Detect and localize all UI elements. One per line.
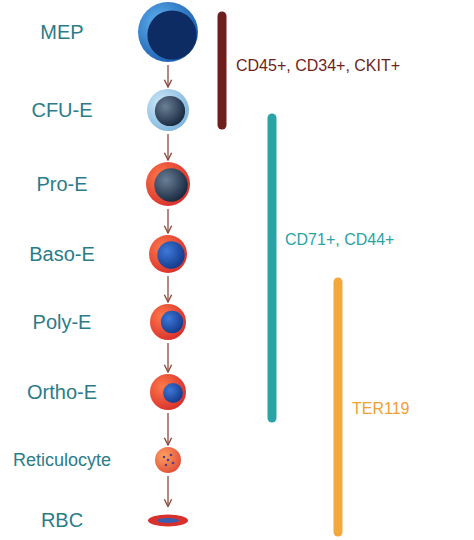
stage-arrow (167, 476, 168, 507)
cell-stage: Poly-E (6, 304, 208, 340)
marker-label: CD45+, CD34+, CKIT+ (236, 56, 400, 75)
cell-stage: CFU-E (6, 89, 208, 131)
stage-arrow (167, 134, 168, 160)
stage-arrow (167, 343, 168, 372)
cell-stage: Baso-E (6, 235, 208, 273)
stage-arrow (167, 413, 168, 445)
stage-label: Pro-E (36, 173, 87, 196)
cell-illustration (128, 509, 208, 532)
cell-illustration (128, 2, 208, 62)
stage-arrow (167, 276, 168, 302)
cell-illustration (128, 89, 208, 131)
stage-arrow (167, 65, 168, 87)
cell-illustration (128, 304, 208, 340)
stage-label: RBC (41, 509, 83, 532)
stage-label: MEP (40, 21, 83, 44)
marker-label: CD71+, CD44+ (285, 230, 394, 249)
cell-stage: RBC (6, 509, 208, 532)
cell-illustration (128, 162, 208, 206)
stage-label: Ortho-E (27, 381, 97, 404)
stage-label: Baso-E (29, 243, 95, 266)
stage-label: Reticulocyte (13, 450, 111, 471)
cell-stage: MEP (6, 2, 208, 62)
cell-illustration (128, 374, 208, 410)
cell-illustration (128, 235, 208, 273)
stage-arrow (167, 209, 168, 233)
marker-bar (218, 16, 227, 125)
stage-label: Poly-E (33, 311, 92, 334)
cell-illustration (128, 447, 208, 473)
cell-stage: Pro-E (6, 162, 208, 206)
marker-bar (268, 118, 277, 418)
marker-bar (334, 282, 343, 532)
cell-stage: Reticulocyte (6, 447, 208, 473)
cell-stage: Ortho-E (6, 374, 208, 410)
stage-label: CFU-E (31, 99, 92, 122)
marker-label: TER119 (352, 399, 410, 418)
